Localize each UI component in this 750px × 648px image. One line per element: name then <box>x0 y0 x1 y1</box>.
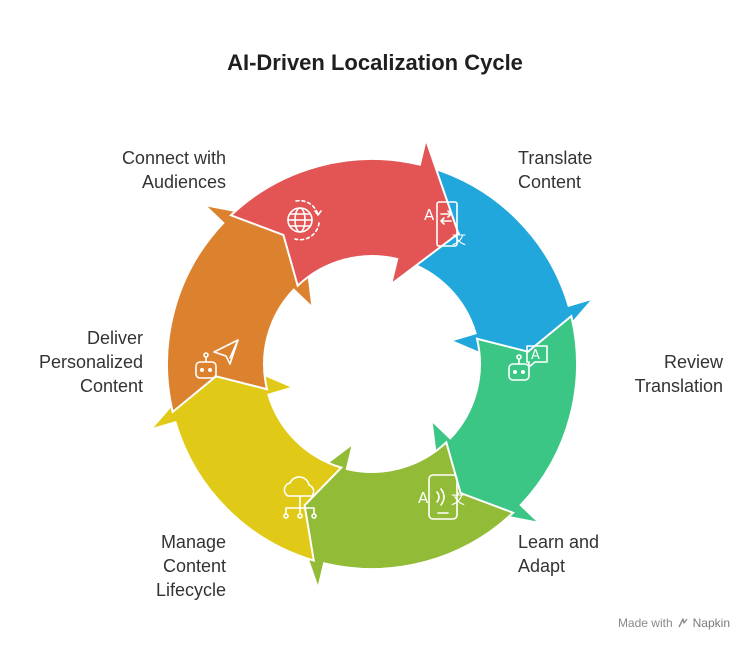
cycle-segment-deliver <box>166 203 314 414</box>
made-with-text: Made with <box>617 616 673 630</box>
svg-text:文: 文 <box>452 232 466 248</box>
napkin-brand: Napkin <box>692 616 730 630</box>
phone-translate-icon: A 文 <box>418 474 465 520</box>
svg-text:A: A <box>531 348 540 363</box>
napkin-logo-icon <box>678 618 688 628</box>
svg-text:A: A <box>424 206 435 224</box>
globe-refresh-icon <box>287 199 322 241</box>
robot-chat-icon: A <box>508 345 548 381</box>
cloud-network-icon <box>283 476 317 519</box>
cycle-segment-manage <box>147 353 344 563</box>
cycle-segment-connect <box>229 135 460 288</box>
svg-text:文: 文 <box>451 492 465 508</box>
svg-text:A: A <box>418 489 429 507</box>
robot-send-icon <box>195 339 239 379</box>
diagram-title: AI-Driven Localization Cycle <box>227 50 523 75</box>
cycle-segment-review <box>430 314 578 525</box>
translate-icon: A 文 <box>424 201 466 248</box>
footer-credit[interactable]: Made with Napkin <box>618 616 730 630</box>
